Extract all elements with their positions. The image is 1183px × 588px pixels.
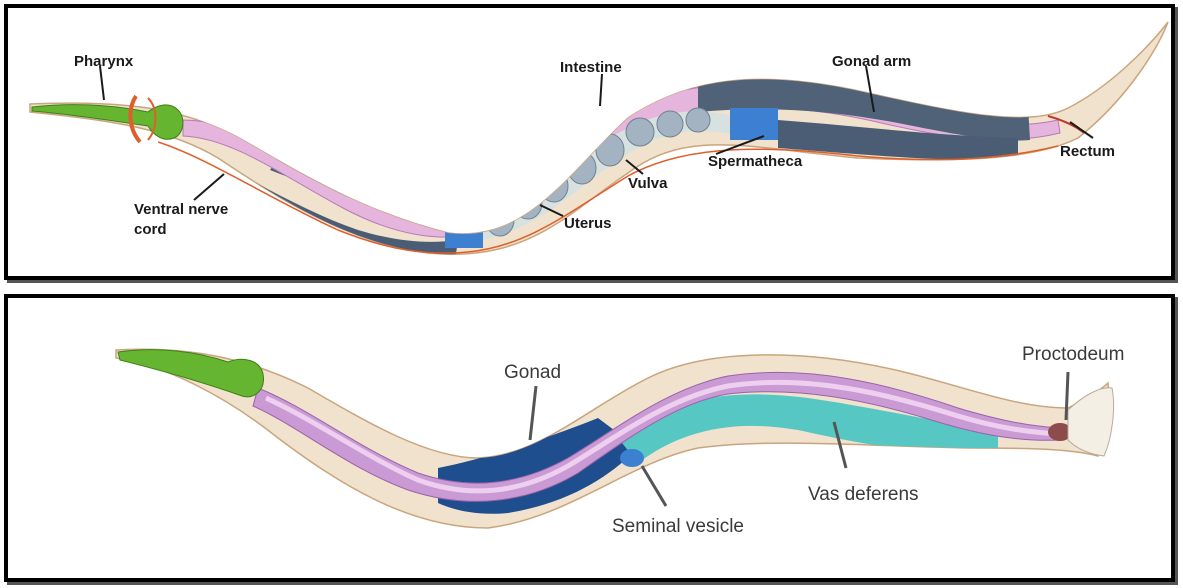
label-uterus: Uterus: [564, 215, 612, 232]
spermatheca-posterior: [730, 108, 778, 140]
male-tail-fan: [1068, 388, 1114, 456]
label-ventral-nerve-cord-line2: cord: [134, 221, 167, 238]
label-pharynx: Pharynx: [74, 53, 134, 70]
label-vas-deferens: Vas deferens: [808, 484, 919, 505]
label-proctodeum: Proctodeum: [1022, 344, 1124, 365]
seminal-vesicle: [620, 449, 644, 467]
label-gonad: Gonad: [504, 362, 561, 383]
male-panel: Gonad Proctodeum Vas deferens Seminal ve…: [4, 294, 1175, 582]
label-intestine: Intestine: [560, 59, 622, 76]
label-seminal-vesicle: Seminal vesicle: [612, 516, 744, 537]
label-vulva: Vulva: [628, 175, 668, 192]
male-diagram: Gonad Proctodeum Vas deferens Seminal ve…: [8, 298, 1171, 578]
label-gonad-arm: Gonad arm: [832, 53, 911, 70]
hermaphrodite-panel: Pharynx Intestine Gonad arm Spermatheca …: [4, 4, 1175, 280]
spermatheca-anterior: [445, 216, 483, 248]
label-spermatheca: Spermatheca: [708, 153, 803, 170]
label-ventral-nerve-cord-line1: Ventral nerve: [134, 201, 228, 218]
hermaphrodite-diagram: Pharynx Intestine Gonad arm Spermatheca …: [8, 8, 1171, 276]
male-pharynx: [118, 350, 263, 397]
label-rectum: Rectum: [1060, 143, 1115, 160]
